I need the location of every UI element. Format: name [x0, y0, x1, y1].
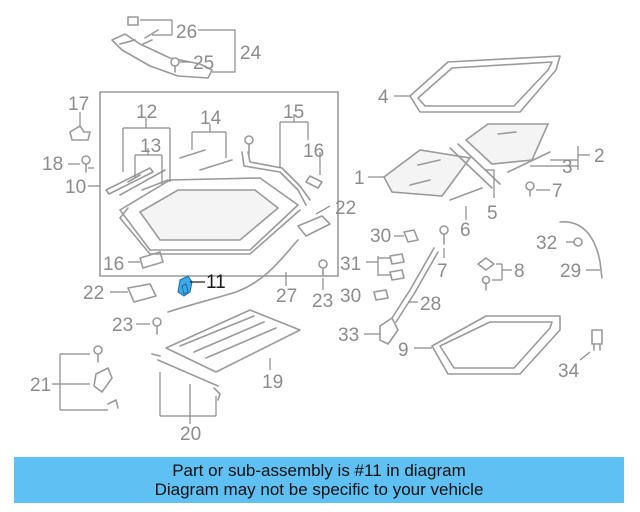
- callout-30: 30: [370, 226, 391, 247]
- callout-19: 19: [262, 372, 283, 393]
- callout-16: 16: [303, 141, 324, 162]
- part-26-clip: [127, 16, 159, 45]
- part-32-clamp: [573, 237, 583, 247]
- callout-2: 2: [594, 146, 605, 167]
- callout-11: 11: [206, 272, 226, 293]
- part-21-bracket: [93, 345, 119, 409]
- part-16-clip-lower: [139, 251, 164, 269]
- info-banner: Part or sub-assembly is #11 in diagram D…: [14, 457, 624, 503]
- callout-34: 34: [558, 361, 580, 382]
- callout-26: 26: [176, 22, 197, 43]
- part-10-frame: [119, 177, 301, 255]
- part-3-glass: [464, 123, 550, 165]
- callout-25: 25: [193, 53, 214, 74]
- part-5-strip: [449, 143, 501, 189]
- callout-22: 22: [335, 198, 356, 219]
- part-30-clip-lower: [373, 289, 389, 301]
- part-6-strip: [449, 187, 483, 201]
- part-22-bracket: [127, 283, 157, 303]
- part-19-sunshade: [165, 309, 301, 373]
- callout-30b: 30: [340, 286, 361, 307]
- banner-line-2: Diagram may not be specific to your vehi…: [154, 480, 484, 499]
- callout-16b: 16: [103, 254, 124, 275]
- part-34-grommet: [591, 329, 603, 351]
- callout-8: 8: [514, 261, 525, 282]
- callout-10: 10: [65, 177, 86, 198]
- callout-9: 9: [398, 340, 409, 361]
- callout-4: 4: [378, 87, 389, 108]
- part-4-seal: [409, 55, 561, 113]
- part-8-bolt: [481, 275, 491, 291]
- part-31-clip-b: [389, 269, 405, 281]
- part-14-rail: [179, 149, 233, 171]
- part-18-bolt: [81, 155, 91, 173]
- screw-upper: [244, 135, 254, 155]
- part-17-bracket: [69, 125, 91, 141]
- callout-17: 17: [68, 94, 89, 115]
- part-31-clip-a: [389, 253, 405, 265]
- callout-33: 33: [338, 325, 359, 346]
- callout-12: 12: [136, 102, 157, 123]
- part-1-glass: [382, 149, 472, 197]
- part-8-clip: [477, 257, 495, 271]
- callout-27: 27: [276, 286, 297, 307]
- callout-7b: 7: [437, 261, 448, 282]
- callout-31: 31: [340, 254, 361, 275]
- part-23-bolt-upper: [318, 259, 328, 277]
- part-29-hose: [559, 221, 603, 279]
- part-20-rod: [151, 353, 219, 387]
- callout-20: 20: [180, 424, 201, 445]
- callout-6: 6: [460, 220, 471, 241]
- part-27-cable: [167, 239, 299, 313]
- callout-23b: 23: [112, 315, 133, 336]
- callout-7: 7: [552, 181, 563, 202]
- callout-28: 28: [420, 294, 441, 315]
- part-7-bolt: [525, 181, 535, 197]
- part-11-highlighted: [177, 275, 193, 297]
- part-12-rail-right: [119, 169, 166, 196]
- part-16-clip-upper: [305, 175, 323, 189]
- callout-3: 3: [562, 157, 573, 178]
- part-23-bolt-lower: [152, 317, 162, 335]
- callout-5: 5: [487, 203, 498, 224]
- part-7-bolt-lower: [439, 225, 449, 245]
- part-30-clip-upper: [403, 229, 419, 243]
- callout-15: 15: [283, 102, 304, 123]
- callout-14: 14: [200, 108, 222, 129]
- part-9-seal: [431, 315, 561, 375]
- part-22-motor: [297, 215, 331, 237]
- part-24-rail: [111, 33, 213, 79]
- sub-assembly-frame: [99, 91, 339, 277]
- banner-line-1: Part or sub-assembly is #11 in diagram: [172, 461, 466, 480]
- part-33-grommet: [379, 317, 399, 345]
- callout-32: 32: [536, 233, 557, 254]
- part-15-guide: [241, 151, 307, 206]
- callout-18: 18: [42, 154, 63, 175]
- part-28-hose: [391, 247, 439, 323]
- callout-21: 21: [30, 375, 51, 396]
- callout-23: 23: [312, 291, 333, 312]
- part-25-screw: [170, 57, 180, 73]
- callout-13: 13: [140, 136, 161, 157]
- part-3-strip: [507, 151, 551, 173]
- callout-22b: 22: [83, 283, 104, 304]
- part-13-pad: [127, 174, 169, 191]
- callout-29: 29: [560, 261, 581, 282]
- parts-diagram: 26 25 24 12 13 14 15 16 16 10 17 18: [30, 16, 605, 445]
- callout-1: 1: [354, 168, 365, 189]
- callout-24: 24: [240, 43, 262, 64]
